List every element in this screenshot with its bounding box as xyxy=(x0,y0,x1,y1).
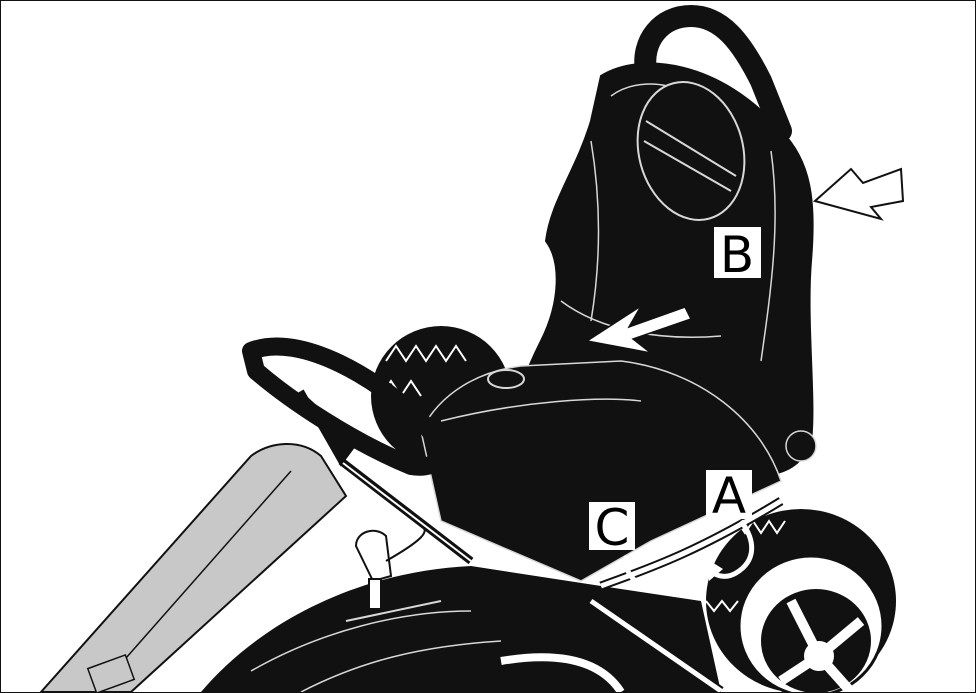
hollow-arrow-icon xyxy=(815,169,903,219)
rear-right-wheel xyxy=(706,509,896,692)
label-b: B xyxy=(714,226,761,284)
label-a-text: A xyxy=(712,467,746,525)
label-a: A xyxy=(706,467,752,525)
label-b-text: B xyxy=(720,226,754,284)
label-c-text: C xyxy=(595,499,630,557)
label-c: C xyxy=(589,499,635,557)
seat xyxy=(421,16,816,581)
